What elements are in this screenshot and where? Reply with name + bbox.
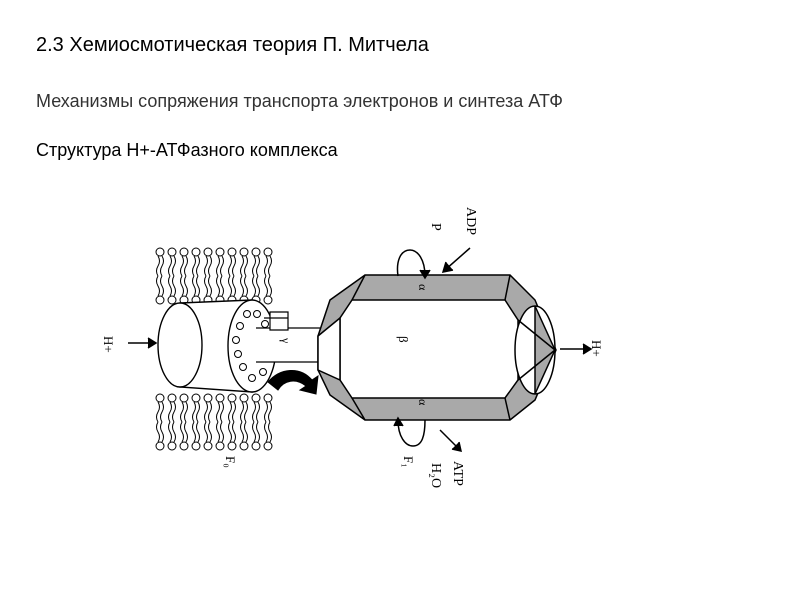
lipid-head	[191, 393, 201, 403]
lipid-head	[263, 441, 273, 451]
lipid-tail	[216, 275, 224, 297]
lipid-tail	[264, 275, 272, 297]
lipid-tail	[204, 421, 212, 443]
lipid-head	[227, 441, 237, 451]
lipid-tail	[228, 421, 236, 443]
label-h2o: H₂O	[428, 463, 443, 488]
lipid-head	[155, 247, 165, 257]
lipid-tail	[264, 401, 272, 423]
flow-arrows	[128, 247, 593, 452]
gamma-stalk	[256, 311, 331, 363]
label-alpha-bottom: α	[416, 399, 430, 406]
lipid-tail	[228, 401, 236, 423]
lipid-head	[251, 393, 261, 403]
label-alpha-top: α	[416, 284, 430, 291]
label-atp: ATP	[450, 461, 465, 486]
lipid-head	[251, 441, 261, 451]
lipid-head	[179, 247, 189, 257]
lipid-tail	[192, 421, 200, 443]
lipid-tail	[168, 255, 176, 277]
lipid-tail	[192, 255, 200, 277]
label-p: P	[428, 223, 443, 231]
lipid-tail	[216, 401, 224, 423]
c-ring	[232, 310, 269, 382]
lipid-tail	[216, 421, 224, 443]
lipid-head	[227, 393, 237, 403]
lipid-tail	[180, 421, 188, 443]
lipid-head	[263, 295, 273, 305]
figure-caption: Структура Н+-АТФазного комплекса	[36, 140, 338, 160]
lipid-tail	[264, 255, 272, 277]
lipid-tail	[264, 421, 272, 443]
lipid-head	[179, 393, 189, 403]
lipid-tail	[252, 401, 260, 423]
lipid-head	[215, 441, 225, 451]
label-adp: ADP	[463, 207, 478, 235]
label-beta: β	[396, 336, 411, 343]
lipid-head	[239, 393, 249, 403]
slide-title: 2.3 Хемиосмотическая теория П. Митчела	[36, 34, 429, 56]
lipid-head	[215, 393, 225, 403]
lipid-tail	[240, 275, 248, 297]
lipid-tail	[252, 275, 260, 297]
lipid-head	[227, 247, 237, 257]
slide-subtitle: Механизмы сопряжения транспорта электрон…	[36, 91, 563, 111]
lipid-tail	[168, 275, 176, 297]
lipid-head	[155, 393, 165, 403]
lipid-tail	[252, 421, 260, 443]
label-f1: F₁	[401, 456, 416, 468]
f0-subunit	[157, 299, 277, 393]
lipid-head	[179, 441, 189, 451]
f1-subunit	[317, 274, 557, 421]
membrane-lipid-bilayer	[155, 247, 273, 451]
lipid-tail	[156, 421, 164, 443]
lipid-head	[191, 441, 201, 451]
lipid-head	[167, 295, 177, 305]
lipid-head	[203, 247, 213, 257]
lipid-head	[155, 295, 165, 305]
lipid-tail	[180, 255, 188, 277]
lipid-tail	[192, 401, 200, 423]
lipid-head	[215, 247, 225, 257]
lipid-head	[239, 247, 249, 257]
lipid-head	[263, 393, 273, 403]
lipid-tail	[216, 255, 224, 277]
lipid-head	[239, 441, 249, 451]
lipid-tail	[228, 255, 236, 277]
lipid-tail	[204, 275, 212, 297]
lipid-tail	[240, 401, 248, 423]
lipid-tail	[240, 421, 248, 443]
lipid-head	[167, 247, 177, 257]
lipid-tail	[168, 401, 176, 423]
lipid-tail	[204, 255, 212, 277]
lipid-head	[167, 393, 177, 403]
lipid-tail	[156, 401, 164, 423]
lipid-tail	[252, 255, 260, 277]
lipid-head	[203, 441, 213, 451]
lipid-tail	[180, 275, 188, 297]
lipid-tail	[240, 255, 248, 277]
label-gamma: γ	[279, 337, 293, 344]
lipid-head	[155, 441, 165, 451]
lipid-tail	[156, 275, 164, 297]
lipid-tail	[204, 401, 212, 423]
lipid-head	[167, 441, 177, 451]
lipid-tail	[192, 275, 200, 297]
lipid-tail	[228, 275, 236, 297]
lipid-tail	[180, 401, 188, 423]
lipid-tail	[168, 421, 176, 443]
label-h-in: H+	[101, 336, 116, 353]
lipid-head	[263, 247, 273, 257]
lipid-head	[251, 247, 261, 257]
lipid-head	[191, 247, 201, 257]
label-f0: F₀	[223, 456, 238, 468]
rotation-arrow-icon	[267, 370, 319, 395]
label-h-out: H+	[589, 340, 604, 357]
lipid-tail	[156, 255, 164, 277]
lipid-head	[203, 393, 213, 403]
